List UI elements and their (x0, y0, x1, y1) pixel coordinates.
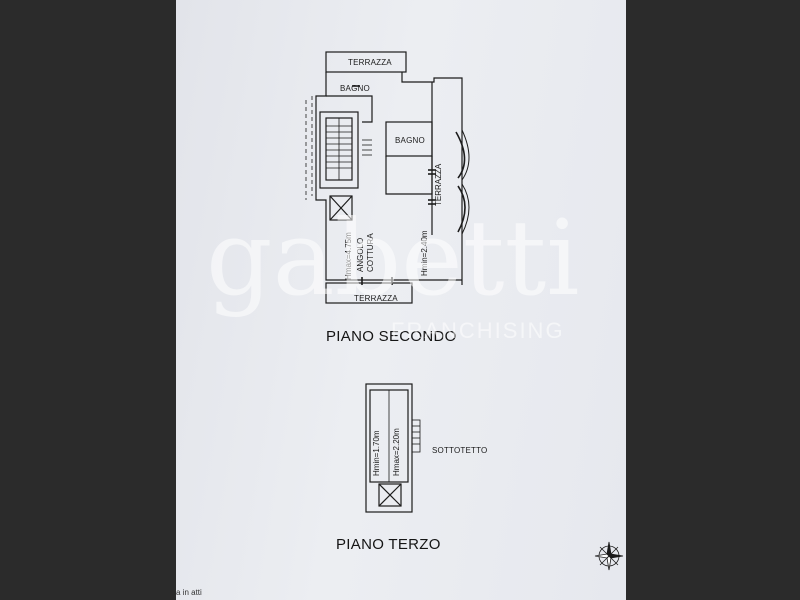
terrace-top-label: TERRAZZA (348, 58, 392, 67)
terrace-top-outline (325, 51, 407, 73)
floor-plan-sheet: TERRAZZA BAGNO BAGNO TERRAZZA TERRAZZA H… (176, 0, 626, 600)
terrace-bottom-label: TERRAZZA (354, 294, 398, 303)
watermark-tagline: FRANCHISING (391, 318, 565, 343)
second-floor-title: PIANO SECONDO (326, 328, 457, 345)
outer-wall-right (401, 72, 463, 285)
bathroom-2-label: BAGNO (395, 136, 425, 145)
footer-text: a in atti (176, 588, 202, 597)
attic-height-max-label: Hmax=2.20m (392, 428, 401, 476)
third-floor-plan-drawing (365, 383, 421, 513)
attic-label: SOTTOTETTO (432, 446, 488, 455)
right-dark-margin (626, 0, 800, 600)
stair-core-outline (319, 111, 359, 189)
watermark-brand: gabetti (206, 197, 580, 319)
attic-height-min-label: Hmin=1.70m (372, 430, 381, 476)
attic-elevator-box (378, 483, 402, 507)
bathroom-1-label: BAGNO (340, 84, 370, 93)
terrace-bottom-outline (325, 282, 413, 304)
left-dark-margin (0, 0, 176, 600)
elevator-box (329, 195, 353, 221)
second-floor-plan-drawing (305, 51, 470, 304)
bathroom-1-walls (326, 95, 373, 123)
compass-rose-icon (594, 541, 624, 571)
third-floor-title: PIANO TERZO (336, 536, 441, 553)
